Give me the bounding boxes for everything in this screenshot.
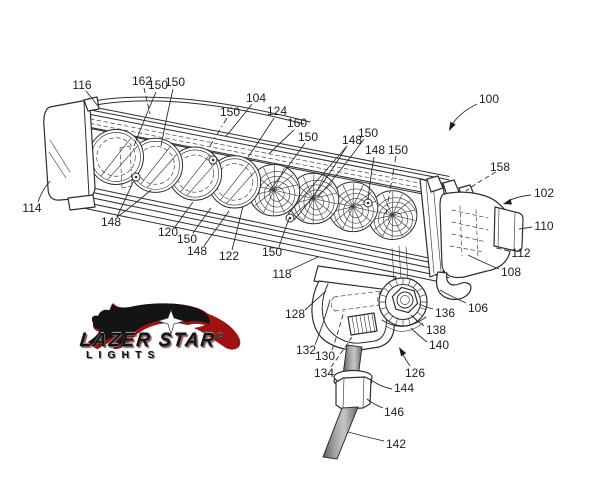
ref-label-150: 150 bbox=[148, 78, 168, 92]
leader-lines bbox=[37, 87, 533, 442]
knurled-washer bbox=[378, 277, 428, 327]
logo-art bbox=[86, 302, 241, 350]
ref-label-146: 146 bbox=[384, 405, 404, 419]
ref-label-104: 104 bbox=[246, 91, 266, 105]
ref-label-128: 128 bbox=[285, 307, 305, 321]
ref-label-160: 160 bbox=[287, 116, 307, 130]
ref-label-148: 148 bbox=[101, 215, 121, 229]
ref-label-100: 100 bbox=[479, 92, 499, 106]
ref-label-116: 116 bbox=[72, 78, 91, 92]
ref-label-138: 138 bbox=[426, 323, 446, 337]
ref-label-150: 150 bbox=[177, 232, 197, 246]
ref-label-134: 134 bbox=[314, 366, 334, 380]
logo-subtitle-text: LIGHTS bbox=[86, 349, 161, 361]
ref-label-122: 122 bbox=[219, 249, 239, 263]
cougar-silhouette bbox=[86, 302, 241, 350]
ref-label-132: 132 bbox=[296, 343, 316, 357]
ref-label-162: 162 bbox=[132, 74, 152, 88]
ref-label-140: 140 bbox=[429, 338, 449, 352]
right-end-cap-assembly bbox=[419, 175, 524, 301]
hex-bolt-head bbox=[391, 286, 419, 314]
ref-label-130: 130 bbox=[315, 349, 335, 363]
ref-label-114: 114 bbox=[22, 201, 41, 215]
ref-label-124: 124 bbox=[267, 104, 287, 118]
ref-label-150: 150 bbox=[358, 126, 378, 140]
ref-label-158: 158 bbox=[490, 160, 510, 174]
ref-label-106: 106 bbox=[468, 301, 488, 315]
ref-label-126: 126 bbox=[405, 366, 425, 380]
left-end-cap bbox=[43, 96, 133, 211]
red-tail-swoosh bbox=[194, 310, 241, 350]
hex-nut bbox=[335, 376, 372, 410]
ref-label-142: 142 bbox=[386, 437, 406, 451]
ref-label-118: 118 bbox=[272, 267, 291, 281]
ref-label-102: 102 bbox=[534, 186, 554, 200]
ref-label-108: 108 bbox=[501, 265, 521, 279]
registered-mark: ® bbox=[215, 331, 223, 341]
ref-label-148: 148 bbox=[187, 244, 207, 258]
mounting-stud-assembly bbox=[322, 344, 373, 460]
ref-label-148: 148 bbox=[342, 133, 362, 147]
ref-label-150: 150 bbox=[388, 143, 408, 157]
pivot-bracket-assembly bbox=[311, 245, 428, 351]
ref-label-112: 112 bbox=[511, 246, 530, 260]
star-icon bbox=[156, 309, 186, 336]
ref-label-144: 144 bbox=[394, 381, 414, 395]
ref-label-148: 148 bbox=[365, 143, 385, 157]
ref-label-150: 150 bbox=[165, 75, 185, 89]
ref-label-120: 120 bbox=[158, 225, 178, 239]
ref-label-150: 150 bbox=[298, 130, 318, 144]
reflector-lenses bbox=[88, 129, 418, 240]
ref-label-150: 150 bbox=[262, 245, 282, 259]
ref-label-136: 136 bbox=[435, 306, 455, 320]
reference-numerals: 100 102 104 106 108 110 112 114 116 118 … bbox=[22, 74, 554, 451]
stud-lower bbox=[322, 406, 359, 460]
brand-logo: LAZER STAR® LIGHTS bbox=[78, 296, 256, 362]
ref-label-150: 150 bbox=[220, 105, 240, 119]
ref-label-110: 110 bbox=[534, 219, 553, 233]
